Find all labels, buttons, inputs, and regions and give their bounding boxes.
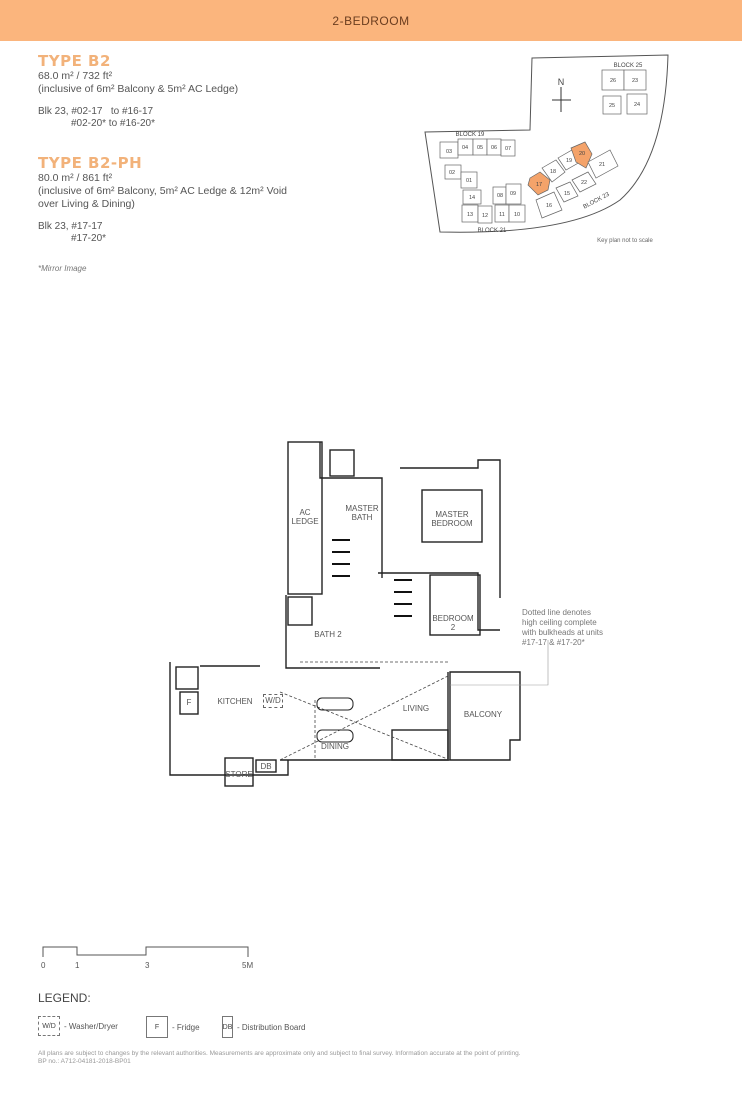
svg-text:Key plan not to scale: Key plan not to scale [597, 238, 653, 244]
note-line: #17-17 & #17-20* [522, 638, 585, 647]
room-living: LIVING [402, 704, 430, 713]
unit-list: Blk 23, #17-17 #17-20* [38, 221, 287, 245]
room-bath-2: BATH 2 [314, 630, 342, 639]
scale-tick: 3 [145, 961, 150, 970]
svg-text:19: 19 [566, 158, 572, 164]
floor-plan: AC LEDGE MASTER BATH MASTER BEDROOM BEDR… [160, 430, 560, 810]
legend-washer-dryer: W/D - Washer/Dryer [38, 1016, 118, 1036]
high-ceiling-note: Dotted line denotes high ceiling complet… [522, 608, 603, 648]
svg-text:02: 02 [449, 170, 455, 176]
room-kitchen: KITCHEN [217, 697, 253, 706]
svg-text:13: 13 [467, 212, 473, 218]
svg-text:12: 12 [482, 213, 488, 219]
svg-text:11: 11 [499, 212, 505, 218]
header-band: 2-BEDROOM [0, 0, 742, 41]
svg-text:07: 07 [505, 146, 511, 152]
note-line: with bulkheads at units [522, 628, 603, 637]
scale-tick: 0 [41, 961, 46, 970]
room-master-bath: MASTER BATH [345, 504, 379, 522]
svg-text:BLOCK 21: BLOCK 21 [478, 228, 507, 234]
legend-label: - Washer/Dryer [64, 1021, 118, 1031]
unit-list: Blk 23, #02-17 to #16-17 #02-20* to #16-… [38, 106, 238, 130]
svg-text:23: 23 [632, 78, 638, 84]
svg-text:10: 10 [514, 212, 520, 218]
svg-text:08: 08 [497, 193, 503, 199]
room-ac-ledge: AC LEDGE [291, 508, 319, 526]
svg-text:21: 21 [599, 162, 605, 168]
legend-title: LEGEND: [38, 991, 91, 1005]
washer-dryer-symbol: W/D [38, 1016, 60, 1036]
key-plan-drawing: N BLOCK 25 26 23 25 24 BLOCK 19 03 04 05 06 07… [424, 54, 669, 244]
type-title: TYPE B2 [38, 52, 111, 70]
svg-text:01: 01 [466, 178, 472, 184]
legend-label: - Distribution Board [237, 1022, 306, 1032]
unit-line: #17-20* [71, 233, 107, 244]
svg-text:18: 18 [550, 169, 556, 175]
legend-fridge: F - Fridge [146, 1016, 200, 1038]
svg-text:BLOCK 25: BLOCK 25 [614, 63, 643, 69]
svg-text:16: 16 [546, 203, 552, 209]
svg-text:06: 06 [491, 145, 497, 151]
room-master-bedroom: MASTER BEDROOM [431, 510, 473, 528]
fridge-symbol: F [146, 1016, 168, 1038]
type-inclusive: over Living & Dining) [38, 198, 135, 210]
scale-bar [42, 946, 249, 957]
footer: All plans are subject to changes by the … [38, 1050, 521, 1066]
svg-text:BLOCK 19: BLOCK 19 [456, 132, 485, 138]
floor-plan-drawing [169, 441, 549, 787]
room-balcony: BALCONY [463, 710, 503, 719]
room-store: STORE [225, 770, 253, 779]
disclaimer: All plans are subject to changes by the … [38, 1050, 521, 1057]
unit-line: Blk 23, #02-17 to #16-17 [38, 106, 154, 117]
page-title: 2-BEDROOM [332, 13, 410, 28]
unit-line: Blk 23, #17-17 [38, 221, 103, 232]
room-washer-dryer: W/D [263, 694, 283, 708]
svg-text:22: 22 [581, 180, 587, 186]
svg-text:14: 14 [469, 195, 475, 201]
mirror-note: *Mirror Image [38, 264, 87, 273]
type-area: 80.0 m² / 861 ft² [38, 172, 113, 184]
legend-distribution-board: DB - Distribution Board [222, 1016, 305, 1038]
type-title: TYPE B2-PH [38, 154, 143, 172]
unit-line: #02-20* to #16-20* [71, 118, 155, 129]
room-bedroom-2: BEDROOM 2 [432, 614, 474, 632]
scale-tick: 5M [242, 961, 254, 970]
svg-text:26: 26 [610, 78, 616, 84]
svg-text:17: 17 [536, 182, 542, 188]
scale-tick: 1 [75, 961, 80, 970]
type-area: 68.0 m² / 732 ft² [38, 70, 113, 82]
fridge-symbol: F [186, 698, 192, 707]
key-plan: N BLOCK 25 26 23 25 24 BLOCK 19 03 04 05 06 07… [420, 50, 680, 250]
svg-text:09: 09 [510, 191, 516, 197]
type-inclusive: (inclusive of 6m² Balcony, 5m² AC Ledge … [38, 185, 288, 197]
legend-label: - Fridge [172, 1022, 200, 1032]
svg-text:03: 03 [446, 149, 452, 155]
note-line: Dotted line denotes [522, 608, 591, 617]
svg-text:04: 04 [462, 145, 468, 151]
type-b2-block: TYPE B2 68.0 m² / 732 ft² (inclusive of … [38, 52, 238, 130]
svg-text:N: N [558, 77, 565, 87]
svg-text:24: 24 [634, 102, 640, 108]
distribution-board-symbol: DB [222, 1016, 233, 1038]
room-dining: DINING [321, 742, 349, 751]
svg-text:05: 05 [477, 145, 483, 151]
svg-text:15: 15 [564, 191, 570, 197]
bp-number: BP no.: A712-04181-2018-BP01 [38, 1058, 131, 1065]
type-inclusive: (inclusive of 6m² Balcony & 5m² AC Ledge… [38, 83, 239, 95]
distribution-board: DB [260, 762, 272, 771]
note-line: high ceiling complete [522, 618, 597, 627]
svg-text:25: 25 [609, 103, 615, 109]
type-b2-ph-block: TYPE B2-PH 80.0 m² / 861 ft² (inclusive … [38, 154, 287, 245]
svg-text:20: 20 [579, 151, 585, 157]
